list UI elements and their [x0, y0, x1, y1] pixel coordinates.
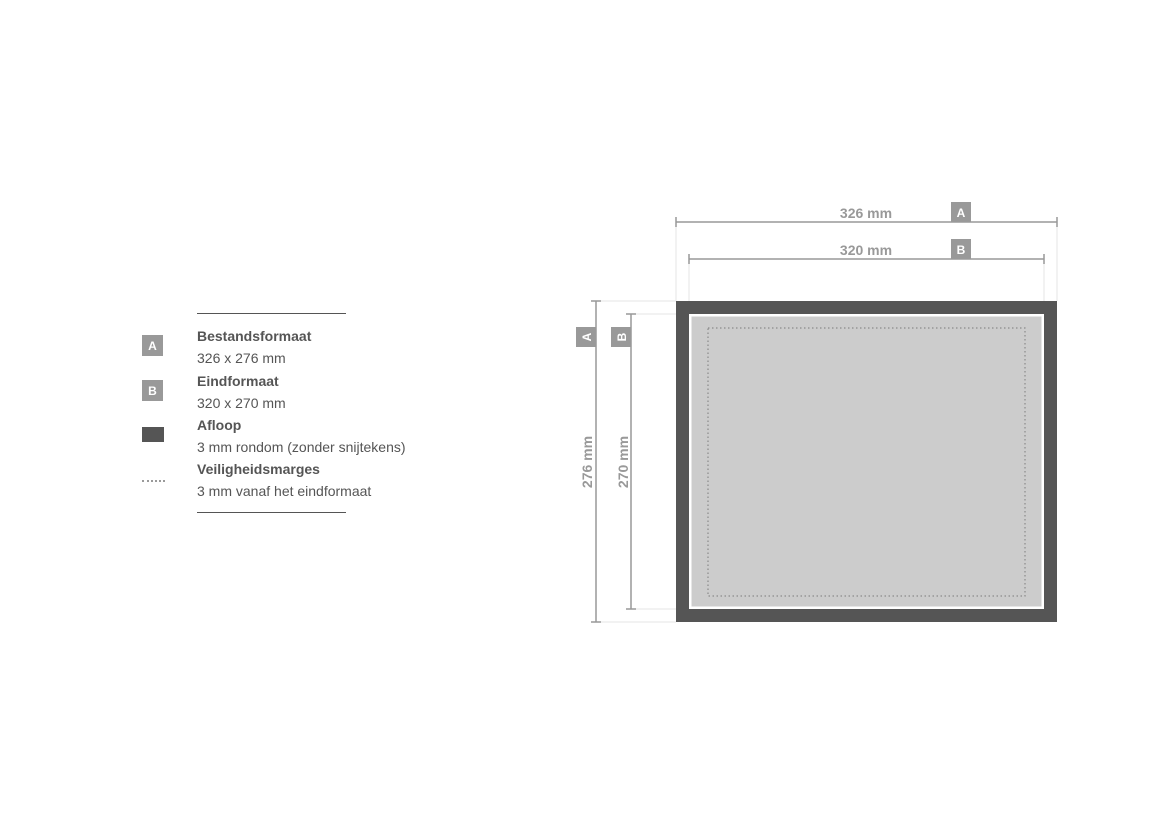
badge-a-side-label: A: [580, 332, 594, 341]
dimension-line-final-width: [688, 254, 1045, 264]
bleed-swatch: [142, 427, 164, 442]
legend-title-safety-margin: Veiligheidsmarges: [197, 461, 320, 477]
legend-top-rule: [197, 313, 346, 314]
badge-b-top: [951, 239, 971, 259]
legend-desc-safety-margin: 3 mm vanaf het eindformaat: [197, 483, 372, 499]
safety-margin-line: [707, 327, 1026, 597]
legend-desc-file-size: 326 x 276 mm: [197, 350, 286, 366]
legend-title-bleed: Afloop: [197, 417, 242, 433]
legend-title-file-size: Bestandsformaat: [197, 328, 312, 344]
badge-a-top: [951, 202, 971, 222]
badge-b-side-label: B: [615, 332, 629, 341]
artwork-area: [691, 316, 1042, 607]
badge-a: A: [142, 335, 163, 356]
final-width-label: 320 mm: [840, 242, 892, 258]
safety-margin-swatch: [142, 480, 165, 482]
dimension-line-final-height: [626, 313, 636, 610]
legend-title-final-size: Eindformaat: [197, 373, 279, 389]
final-height-label: 270 mm: [615, 436, 631, 488]
dimension-line-file-width: [675, 217, 1058, 227]
legend-desc-final-size: 320 x 270 mm: [197, 395, 286, 411]
legend-desc-bleed: 3 mm rondom (zonder snijtekens): [197, 439, 406, 455]
badge-b-top-label: B: [957, 243, 966, 257]
legend-bottom-rule: [197, 512, 346, 513]
dimension-line-file-height: [591, 300, 601, 623]
badge-a-top-label: A: [957, 206, 966, 220]
file-height-label: 276 mm: [579, 436, 595, 488]
badge-b-side: [611, 327, 631, 347]
badge-a-side: [576, 327, 596, 347]
badge-b: B: [142, 380, 163, 401]
file-width-label: 326 mm: [840, 205, 892, 221]
